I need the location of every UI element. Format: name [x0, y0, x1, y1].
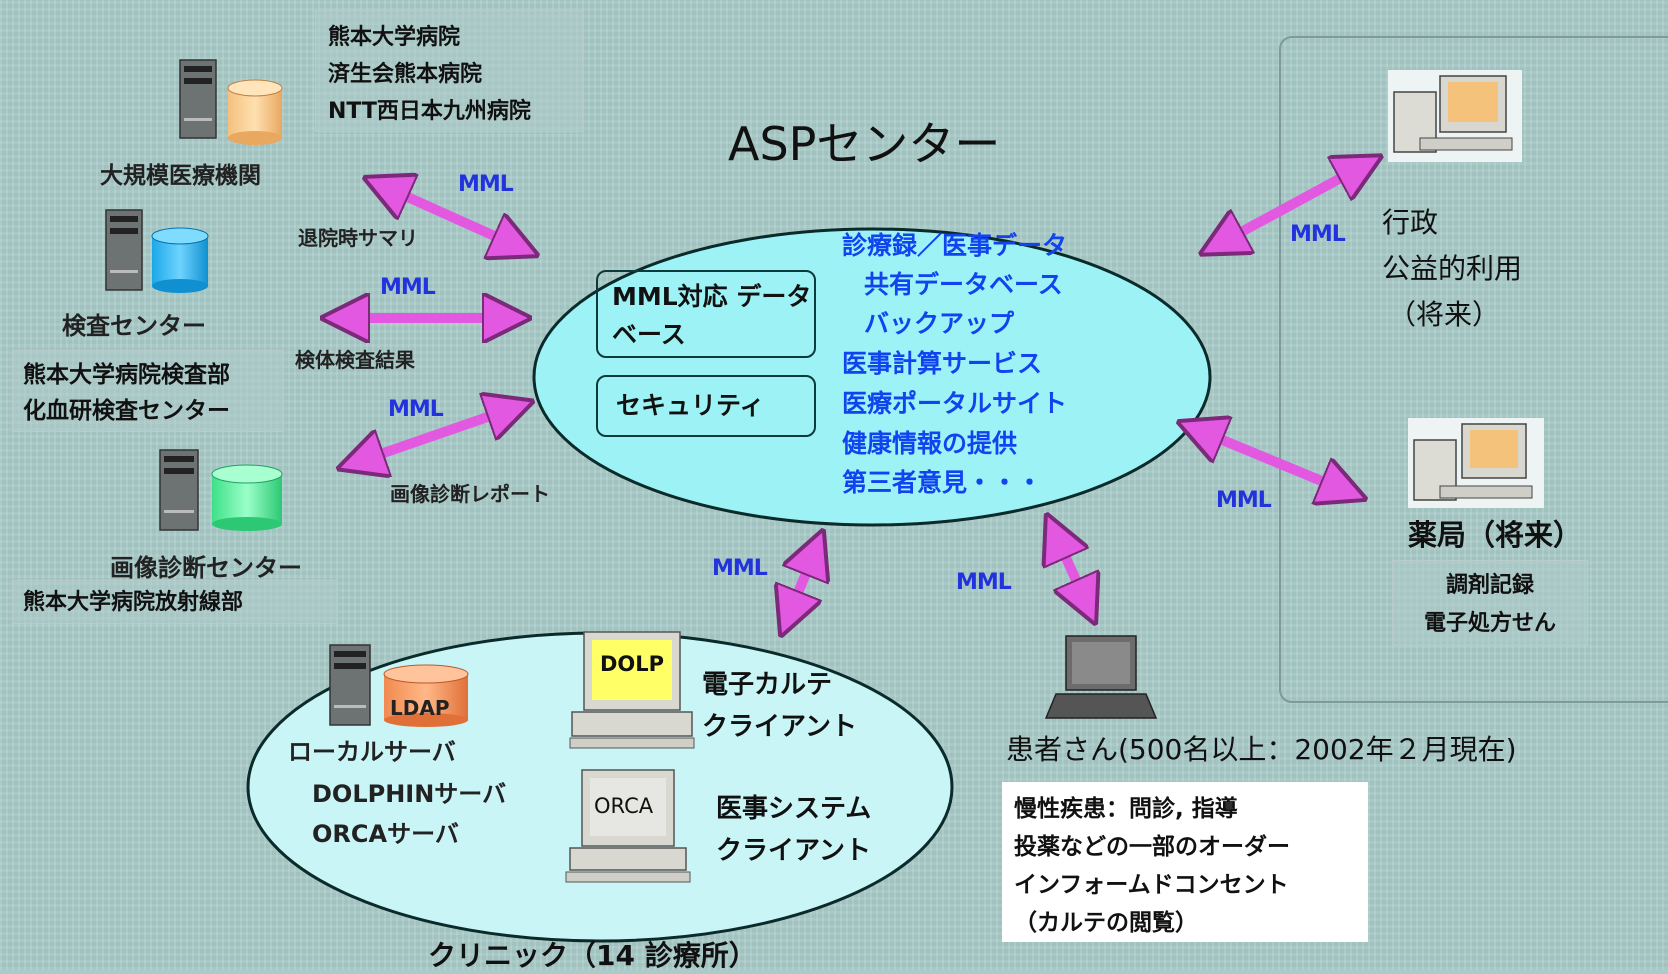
- imaging-center-label: 画像診断センター: [110, 554, 302, 582]
- mml-label: MML: [1216, 488, 1272, 513]
- service-item: 医事計算サービス: [842, 349, 1043, 378]
- mml-label: MML: [388, 397, 444, 422]
- pharmacy-label: 薬局（将来）: [1408, 518, 1583, 552]
- ldap-database-icon: [383, 664, 469, 727]
- lab-member: 化血研検査センター: [23, 398, 230, 424]
- security-box: セキュリティ: [596, 375, 816, 437]
- dolp-desc: 電子カルテ クライアント: [702, 664, 857, 748]
- hospital-member: 熊本大学病院: [328, 25, 461, 50]
- mml-label: MML: [956, 570, 1012, 595]
- mml-label: MML: [458, 172, 514, 197]
- dolp-label: DOLP: [600, 652, 665, 676]
- service-item: 健康情報の提供: [842, 429, 1018, 458]
- server-icon-lab: [105, 209, 143, 291]
- lab-center-label: 検査センター: [62, 312, 206, 340]
- government-text: 行政 公益的利用 （将来）: [1382, 200, 1522, 338]
- arrow-asp-patients: [1050, 522, 1092, 616]
- mml-database-box: MML対応 データベース: [596, 270, 816, 358]
- patient-use: 慢性疾患：問診, 指導: [1014, 796, 1238, 822]
- service-item: 診療録／医事データ: [842, 231, 1068, 260]
- pharmacy-members-box: 調剤記録 電子処方せん: [1392, 560, 1588, 646]
- arrow-asp-clinic: [784, 538, 820, 628]
- government-line: 行政: [1382, 206, 1439, 239]
- orca-desc-line: クライアント: [716, 836, 871, 866]
- orca-desc-line: 医事システム: [716, 794, 872, 824]
- pharmacy-member: 調剤記録: [1445, 573, 1534, 598]
- database-icon-hospital: [227, 79, 283, 145]
- dolp-desc-line: クライアント: [702, 712, 857, 742]
- pharmacy-pc-icon: [1408, 418, 1544, 508]
- server-icon-imaging: [159, 449, 199, 531]
- security-label: セキュリティ: [616, 391, 765, 420]
- lab-members-box: 熊本大学病院検査部 化血研検査センター: [12, 350, 284, 432]
- mml-label: MML: [712, 556, 768, 581]
- pharmacy-member: 電子処方せん: [1423, 611, 1556, 636]
- patient-uses-box: 慢性疾患：問診, 指導 投薬などの一部のオーダー インフォームドコンセント （カ…: [1002, 782, 1368, 942]
- orca-desc: 医事システム クライアント: [716, 788, 871, 872]
- database-icon-lab: [151, 227, 209, 293]
- government-pc-icon: [1388, 70, 1522, 162]
- hospital-member: NTT西日本九州病院: [328, 99, 531, 124]
- db-label-line: データベース: [612, 282, 812, 349]
- patients-label: 患者さん(500名以上：2002年２月現在): [1006, 733, 1517, 766]
- arrow-asp-government: [1208, 160, 1374, 250]
- clinic-server-label: ORCAサーバ: [312, 820, 459, 848]
- patient-use: インフォームドコンセント: [1014, 872, 1289, 898]
- server-icon-hospital: [179, 59, 217, 139]
- server-icon-clinic: [329, 644, 371, 726]
- dolp-workstation-icon: [569, 631, 695, 749]
- imaging-members-box: 熊本大学病院放射線部: [12, 580, 338, 624]
- clinic-server-label: DOLPHINサーバ: [312, 780, 507, 808]
- hospital-members-box: 熊本大学病院 済生会熊本病院 NTT西日本九州病院: [315, 10, 583, 132]
- clinic-server-label: ローカルサーバ: [288, 738, 456, 766]
- service-item: 第三者意見・・・: [842, 468, 1043, 497]
- government-line: 公益的利用: [1382, 252, 1523, 285]
- patient-use: 投薬などの一部のオーダー: [1014, 834, 1290, 860]
- ldap-label: LDAP: [390, 696, 450, 720]
- dolp-desc-line: 電子カルテ: [702, 670, 833, 700]
- arrow-imaging-asp: [346, 404, 525, 466]
- patient-laptop-icon: [1044, 635, 1158, 719]
- service-item: 医療ポータルサイト: [842, 389, 1068, 418]
- discharge-summary-label: 退院時サマリ: [298, 226, 418, 250]
- orca-workstation-icon: [565, 769, 691, 883]
- arrow-hospitals-asp: [372, 181, 530, 252]
- mml-label: MML: [380, 275, 436, 300]
- clinic-title: クリニック（14 診療所）: [428, 939, 757, 972]
- large-hospitals-label: 大規模医療機関: [100, 163, 261, 189]
- imaging-member: 熊本大学病院放射線部: [23, 590, 244, 615]
- asp-center-ellipse: [532, 227, 1212, 527]
- mml-label: MML: [1290, 222, 1346, 247]
- orca-label: ORCA: [594, 794, 654, 818]
- database-icon-imaging: [211, 464, 283, 531]
- lab-member: 熊本大学病院検査部: [23, 362, 230, 388]
- specimen-results-label: 検体検査結果: [295, 348, 415, 372]
- government-line: （将来）: [1388, 298, 1501, 331]
- hospital-member: 済生会熊本病院: [328, 62, 483, 87]
- imaging-report-label: 画像診断レポート: [390, 482, 550, 506]
- arrow-asp-pharmacy: [1186, 425, 1358, 496]
- future-region-frame: [1279, 36, 1668, 703]
- db-label-line: MML対応: [612, 282, 728, 311]
- service-item: 共有データベース: [864, 270, 1063, 299]
- service-item: バックアップ: [864, 309, 1015, 338]
- page-title: ASPセンター: [728, 117, 1001, 171]
- patient-use: （カルテの閲覧）: [1014, 910, 1198, 936]
